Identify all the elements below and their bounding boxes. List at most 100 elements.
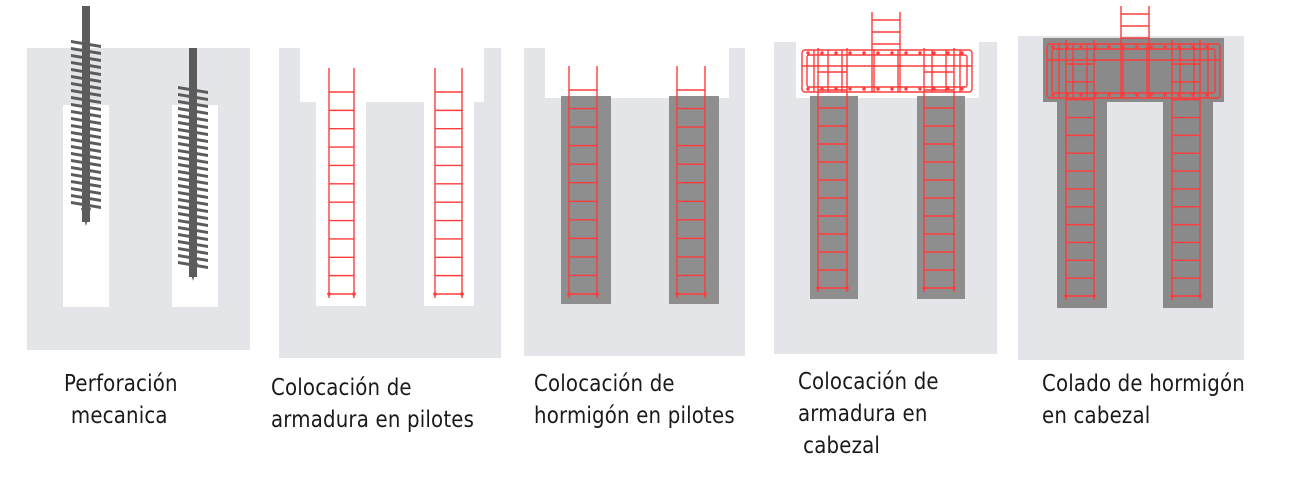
rebar-cage-right — [433, 68, 464, 298]
bar-dot — [918, 51, 922, 55]
bar-end — [703, 292, 707, 296]
bar-dot — [890, 87, 894, 91]
caption-hormigon-pilotes: Colocación de hormigón en pilotes — [534, 368, 735, 432]
bar-dot — [834, 87, 838, 91]
cap-rebar-cage — [1046, 6, 1221, 99]
bar-dot — [1079, 45, 1083, 49]
auger-right — [178, 48, 208, 281]
auger-shaft — [189, 48, 197, 277]
bar-dot — [848, 87, 852, 91]
bar-dot — [820, 51, 824, 55]
bar-dot — [1093, 45, 1097, 49]
caption-armadura-cabezal: Colocación de armadura en cabezal — [798, 366, 939, 462]
rebar-cage-right — [675, 66, 707, 298]
bar-dot — [806, 87, 810, 91]
bar-dot — [834, 51, 838, 55]
bar-dot — [862, 51, 866, 55]
bar-dot — [862, 87, 866, 91]
bar-dot — [960, 51, 964, 55]
auger-flight — [71, 40, 101, 209]
auger-tip — [188, 263, 198, 281]
caption-line: armadura en — [798, 401, 928, 427]
rebar-cage-left — [567, 66, 599, 298]
rebar-cage-left — [327, 68, 356, 298]
bar-end — [922, 286, 926, 290]
bar-dot — [918, 87, 922, 91]
bar-dot — [1121, 45, 1125, 49]
bar-dot — [876, 87, 880, 91]
bar-dot — [1205, 93, 1209, 97]
bar-dot — [820, 87, 824, 91]
caption-perforacion: Perforación mecanica — [64, 368, 178, 432]
rebar-cage-left — [1064, 40, 1096, 300]
bar-dot — [1065, 45, 1069, 49]
bar-dot — [1051, 93, 1055, 97]
cap-inner-bar — [806, 54, 968, 88]
bar-dot — [890, 51, 894, 55]
pile-concrete-right — [1163, 100, 1213, 308]
panel-armadura-cabezal — [774, 12, 997, 354]
panel-armadura-pilotes — [279, 48, 501, 358]
bar-end — [845, 286, 849, 290]
cap-stirrup-outline — [1046, 43, 1221, 99]
bar-dot — [1051, 45, 1055, 49]
caption-line: Colado de hormigón — [1042, 371, 1245, 397]
bar-dot — [904, 87, 908, 91]
bar-end — [1198, 294, 1202, 298]
bar-dot — [876, 51, 880, 55]
bar-dot — [806, 51, 810, 55]
bar-dot — [1135, 93, 1139, 97]
bar-end — [1170, 294, 1174, 298]
bar-end — [952, 286, 956, 290]
cap-excavation — [300, 48, 484, 102]
cap-stirrup-outline — [801, 49, 973, 93]
bar-dot — [1177, 45, 1181, 49]
bar-end — [675, 292, 679, 296]
caption-line: Perforación — [64, 371, 178, 397]
bar-dot — [1079, 93, 1083, 97]
bar-dot — [1107, 45, 1111, 49]
panel-hormigon-pilotes — [524, 48, 745, 356]
bar-dot — [932, 51, 936, 55]
caption-line: armadura en pilotes — [271, 407, 475, 433]
bar-dot — [1163, 45, 1167, 49]
cap-rebar-cage — [801, 12, 973, 93]
bar-dot — [946, 51, 950, 55]
caption-line: mecanica — [70, 403, 168, 429]
auger-tip — [81, 208, 91, 226]
bar-dot — [1163, 93, 1167, 97]
auger-flight — [178, 86, 208, 269]
borehole-left — [316, 100, 366, 306]
bar-dot — [1191, 45, 1195, 49]
bar-dot — [904, 51, 908, 55]
bar-end — [460, 292, 464, 296]
bar-dot — [1065, 93, 1069, 97]
bar-end — [1092, 294, 1096, 298]
rebar-cage-right — [1170, 40, 1202, 300]
caption-line: en cabezal — [1042, 403, 1151, 429]
caption-line: Colocación de — [271, 375, 412, 401]
bar-dot — [1121, 93, 1125, 97]
panel-colado-cabezal — [1018, 6, 1244, 360]
bar-dot — [1191, 93, 1195, 97]
panel-perforacion — [27, 6, 250, 350]
caption-colado-cabezal: Colado de hormigón en cabezal — [1042, 368, 1245, 432]
bar-dot — [932, 87, 936, 91]
bar-dot — [946, 87, 950, 91]
bar-end — [433, 292, 437, 296]
caption-line: hormigón en pilotes — [534, 403, 735, 429]
pile-concrete-left — [1057, 100, 1107, 308]
bar-dot — [1107, 93, 1111, 97]
bar-end — [352, 292, 356, 296]
caption-armadura-pilotes: Colocación de armadura en pilotes — [271, 372, 474, 436]
bar-end — [567, 292, 571, 296]
bar-dot — [848, 51, 852, 55]
caption-line: Colocación de — [798, 369, 939, 395]
caption-line: Colocación de — [534, 371, 675, 397]
bar-dot — [1177, 93, 1181, 97]
bar-dot — [1149, 45, 1153, 49]
bar-end — [327, 292, 331, 296]
bar-end — [816, 286, 820, 290]
auger-left — [71, 6, 101, 226]
